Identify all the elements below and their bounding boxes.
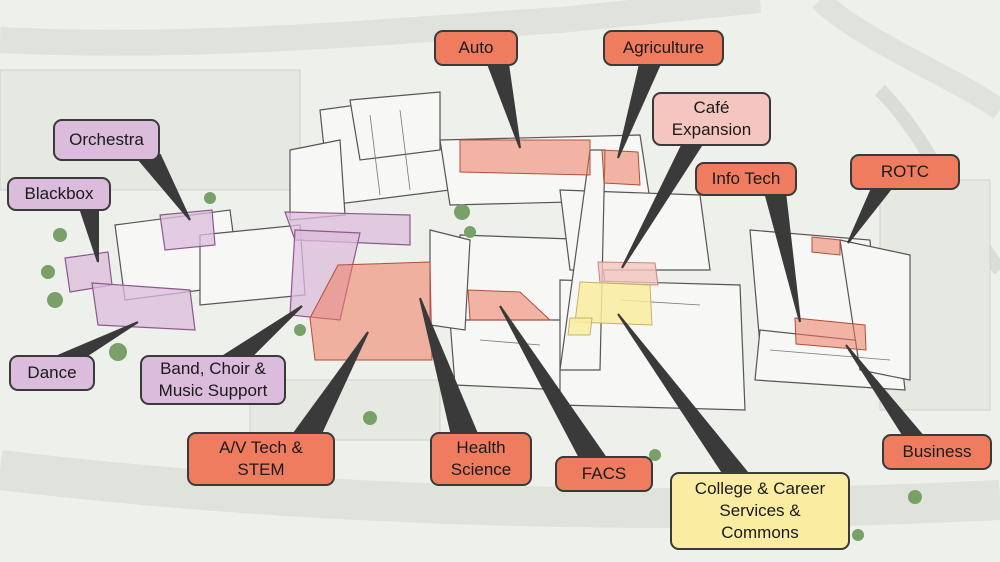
label-auto: Auto (434, 30, 518, 66)
label-cafe-expansion: Café Expansion (652, 92, 771, 146)
label-blackbox: Blackbox (7, 177, 111, 211)
label-college-career-commons: College & Career Services & Commons (670, 472, 850, 550)
area-commons (567, 281, 653, 336)
area-performing-arts (64, 209, 411, 331)
label-orchestra: Orchestra (53, 119, 160, 161)
leader-lines (56, 63, 931, 477)
label-dance: Dance (9, 355, 95, 391)
label-rotc: ROTC (850, 154, 960, 190)
label-facs: FACS (555, 456, 653, 492)
label-av-tech-stem: A/V Tech & STEM (187, 432, 335, 486)
trees (41, 192, 922, 541)
label-band-choir-music-support: Band, Choir & Music Support (140, 355, 286, 405)
area-career-tech (309, 139, 867, 361)
area-cafe (597, 261, 659, 286)
label-business: Business (882, 434, 992, 470)
building-details (369, 109, 891, 361)
label-info-tech: Info Tech (695, 162, 797, 196)
label-health-science: Health Science (430, 432, 532, 486)
label-agriculture: Agriculture (603, 30, 724, 66)
